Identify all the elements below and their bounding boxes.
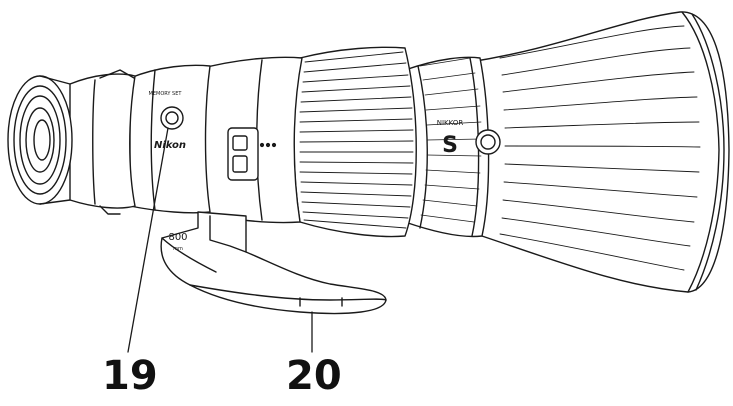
callout-number-20: 20 [286, 353, 342, 399]
callout-number-19: 19 [102, 353, 158, 399]
nikkor-label: NIKKOR [437, 119, 464, 127]
memory-set-button [160, 106, 184, 130]
tripod-foot [160, 211, 387, 315]
focus-ring-ribs [299, 51, 414, 229]
lens-hood [469, 11, 730, 293]
rear-mount [69, 69, 136, 215]
switch-panel [227, 127, 277, 181]
control-ring-ridges [419, 57, 482, 223]
callout-leader-19 [127, 127, 169, 353]
front-barrel [404, 56, 490, 238]
s-line-mark: S [442, 133, 458, 158]
mount-flange [7, 75, 73, 205]
focal-unit-label: mm [173, 246, 183, 252]
focal-length-label: 800 [168, 232, 187, 243]
brand-logo-text: Nikon [154, 140, 186, 151]
hood-ridges [499, 25, 701, 271]
rear-barrel [129, 64, 211, 214]
function-button [475, 129, 501, 155]
memory-set-label: MEMORY SET [149, 91, 183, 97]
